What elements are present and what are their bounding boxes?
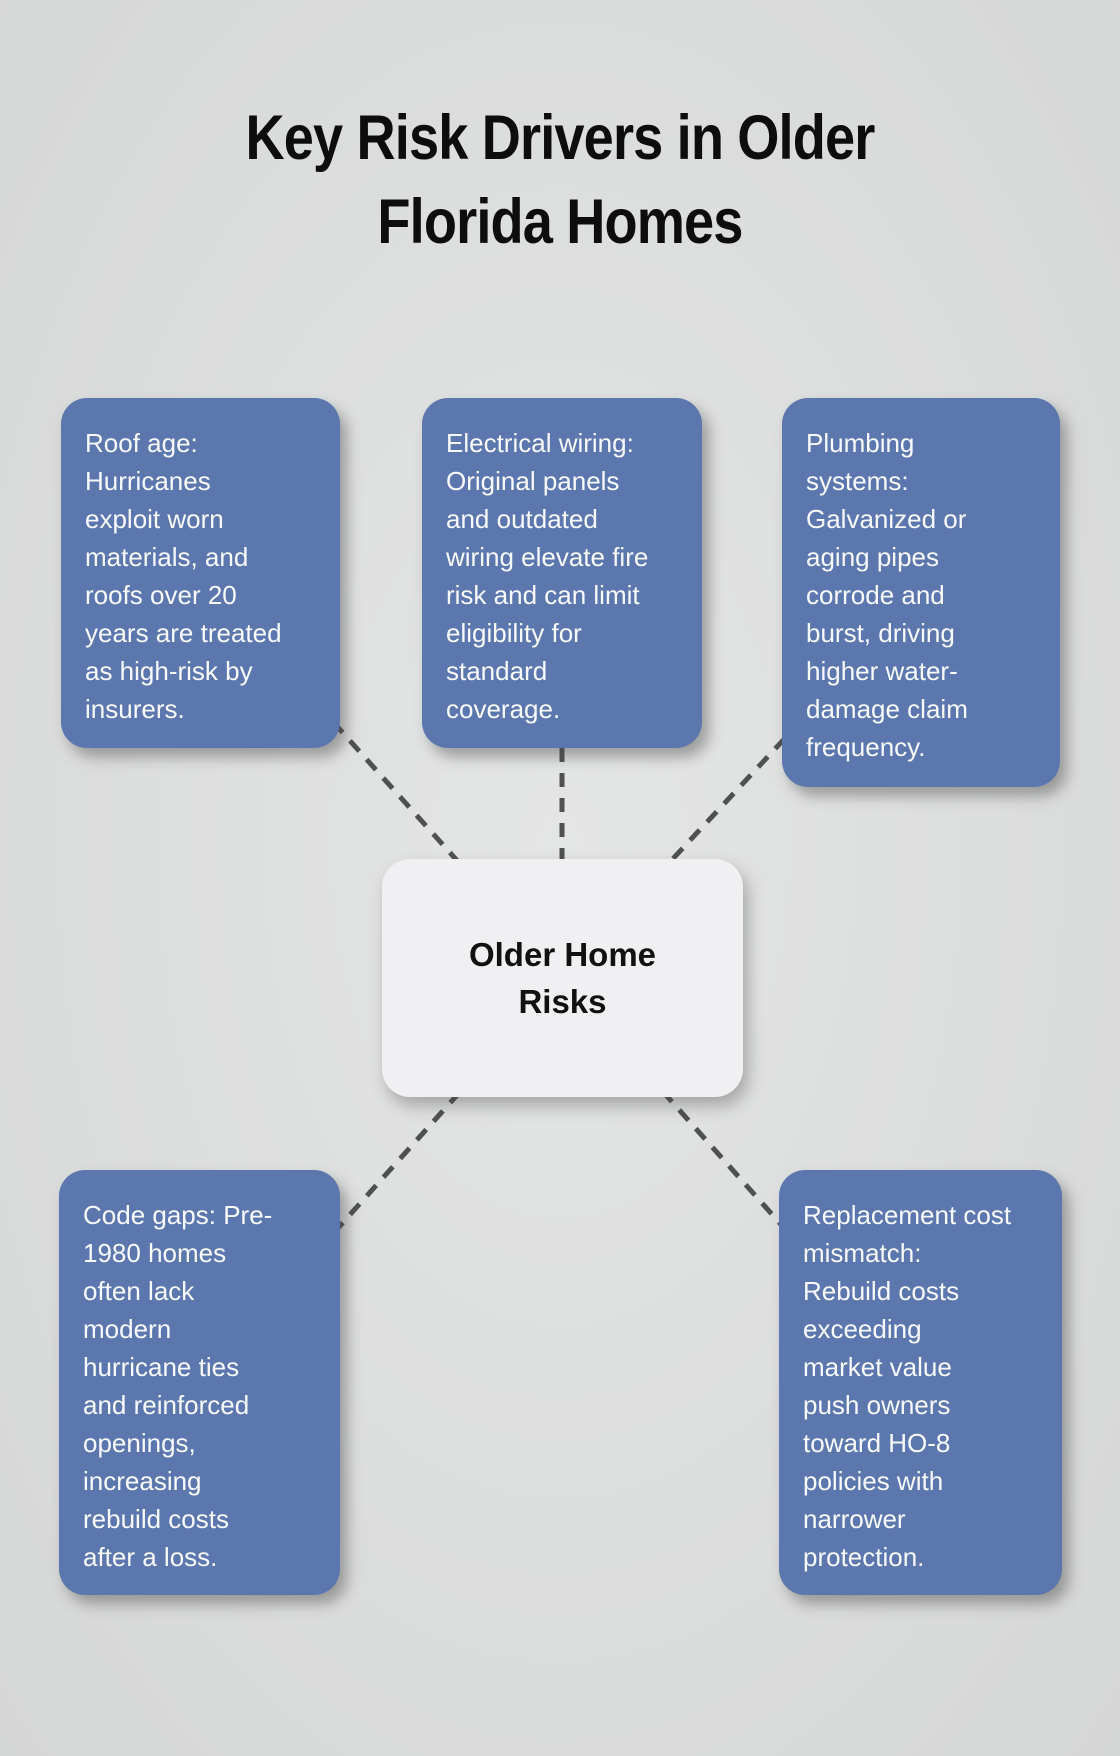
node-roof-age: Roof age: Hurricanes exploit worn materi… — [61, 398, 340, 748]
center-node-label: Older Home Risks — [468, 936, 657, 1020]
node-plumbing-systems: Plumbing systems: Galvanized or aging pi… — [782, 398, 1060, 787]
node-electrical-wiring: Electrical wiring: Original panels and o… — [422, 398, 702, 748]
node-replacement-cost-mismatch: Replacement cost mismatch: Rebuild costs… — [779, 1170, 1062, 1595]
node-older-home-risks: Older Home Risks — [382, 859, 743, 1097]
node-code-gaps: Code gaps: Pre- 1980 homes often lack mo… — [59, 1170, 340, 1595]
page-title: Key Risk Drivers in Older Florida Homes — [245, 103, 876, 257]
